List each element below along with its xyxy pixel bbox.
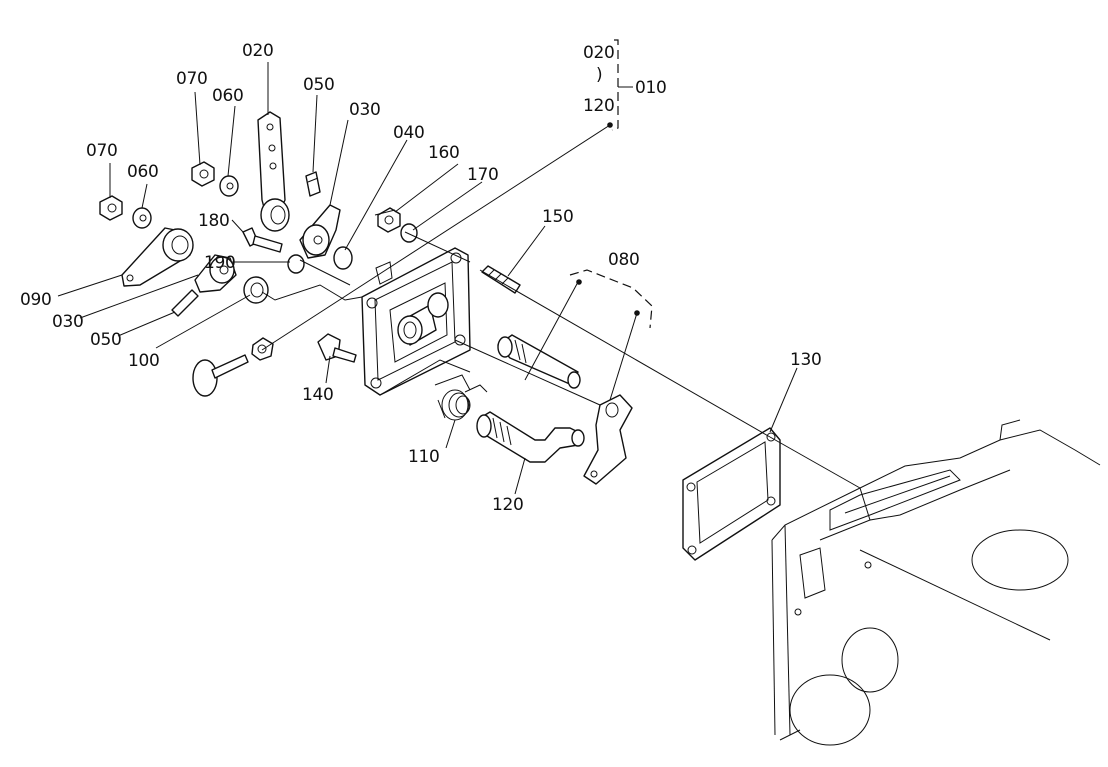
label-050-upper: 050 (303, 75, 335, 95)
label-040: 040 (393, 123, 425, 143)
label-080: 080 (608, 250, 640, 270)
crank-120 (476, 411, 585, 463)
spring-110 (437, 384, 488, 421)
arm-020 (257, 111, 290, 232)
leader-lines (57, 62, 798, 495)
label-030-upper: 030 (349, 100, 381, 120)
bolt-140 (317, 333, 357, 363)
o-ring-040 (333, 246, 353, 270)
label-140: 140 (302, 385, 334, 405)
center-lines (261, 209, 861, 489)
lever-030-upper (299, 204, 341, 259)
label-030-lower: 030 (52, 312, 84, 332)
pin-050-upper (305, 171, 321, 197)
washer-190 (287, 254, 305, 274)
label-120: 120 (492, 495, 524, 515)
group-bracket-010 (611, 39, 619, 131)
stud-150 (481, 265, 521, 294)
cover-plate (361, 247, 471, 396)
seal-100 (243, 276, 269, 304)
washer-060-upper (219, 175, 239, 197)
label-020: 020 (242, 41, 274, 61)
washer-060-lower (132, 207, 152, 229)
label-130: 130 (790, 350, 822, 370)
engine-block (771, 419, 1101, 746)
screw-left (192, 337, 274, 397)
label-060-lower: 060 (127, 162, 159, 182)
arm-090 (121, 227, 194, 287)
label-180: 180 (198, 211, 230, 231)
label-010: 010 (635, 78, 667, 98)
ref-dot-080-b (634, 310, 640, 316)
label-020-group: 020 (583, 43, 615, 63)
label-060-upper: 060 (212, 86, 244, 106)
label-120-group: 120 (583, 96, 615, 116)
plate-080 (583, 394, 633, 485)
label-150: 150 (542, 207, 574, 227)
nut-070-lower (99, 195, 123, 221)
part-labels: 010 020 ) 120 020 070 060 050 030 040 16… (20, 41, 822, 515)
label-170: 170 (467, 165, 499, 185)
label-070-upper: 070 (176, 69, 208, 89)
lever-030-lower (194, 254, 237, 293)
label-160: 160 (428, 143, 460, 163)
label-100: 100 (128, 351, 160, 371)
ref-dot-010 (607, 122, 613, 128)
label-110: 110 (408, 447, 440, 467)
label-090: 090 (20, 290, 52, 310)
ref-dot-080-a (576, 279, 582, 285)
label-050-lower: 050 (90, 330, 122, 350)
pin-050-lower (171, 289, 199, 317)
nut-160 (377, 207, 401, 233)
bolt-180 (242, 227, 283, 253)
nut-070-upper (191, 161, 215, 187)
label-group-range: ) (596, 65, 602, 85)
label-070-lower: 070 (86, 141, 118, 161)
shaft-upper (497, 334, 581, 389)
gasket-130 (682, 427, 781, 561)
label-190: 190 (204, 253, 236, 273)
washer-170 (400, 223, 418, 243)
group-bracket-080 (569, 269, 653, 329)
